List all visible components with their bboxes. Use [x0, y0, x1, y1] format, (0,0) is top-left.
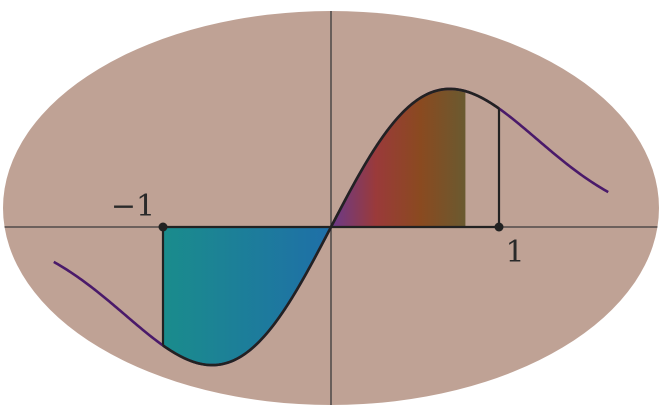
label-minus-one: −1 — [111, 189, 155, 224]
positive-shaded-region — [331, 88, 466, 228]
point-minus-one — [158, 222, 168, 232]
point-one — [494, 222, 504, 232]
negative-shaded-region — [163, 227, 331, 366]
label-one: 1 — [505, 235, 524, 270]
